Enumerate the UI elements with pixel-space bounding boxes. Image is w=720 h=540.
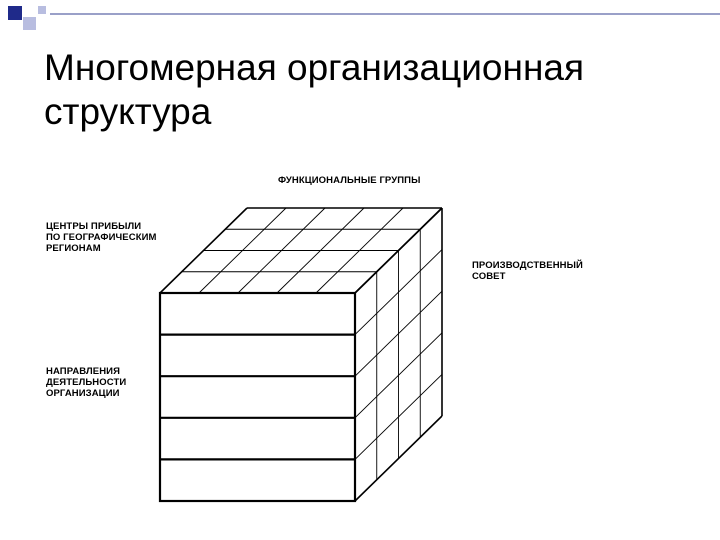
label-activity-directions: НАПРАВЛЕНИЯ ДЕЯТЕЛЬНОСТИ ОРГАНИЗАЦИИ <box>46 366 127 399</box>
cube-grid <box>159 207 443 502</box>
cube-front-face <box>158 291 357 503</box>
slide-title: Многомерная организационная структура <box>44 46 684 134</box>
label-functional-groups: ФУНКЦИОНАЛЬНЫЕ ГРУППЫ <box>278 175 421 186</box>
side-row-line <box>354 332 443 419</box>
top-column-line <box>198 207 287 294</box>
label-profit-centers: ЦЕНТРЫ ПРИБЫЛИ ПО ГЕОГРАФИЧЕСКИМ РЕГИОНА… <box>46 221 157 254</box>
top-column-line <box>159 207 248 294</box>
title-line-1: Многомерная организационная <box>44 47 584 88</box>
deco-square-small <box>38 6 46 14</box>
deco-square-dark <box>8 6 22 20</box>
side-row-line <box>354 290 443 377</box>
side-row-line <box>354 415 443 502</box>
title-line-2: структура <box>44 91 212 132</box>
top-column-line <box>315 207 404 294</box>
side-row-line <box>354 374 443 460</box>
deco-square-light <box>23 17 36 30</box>
top-column-line <box>276 207 365 294</box>
side-row-line <box>354 207 443 294</box>
top-column-line <box>237 207 326 294</box>
side-row-line <box>354 249 443 335</box>
decorative-header <box>8 6 720 30</box>
cube-front-rows <box>160 333 355 461</box>
label-production-council: ПРОИЗВОДСТВЕННЫЙ СОВЕТ <box>472 260 583 282</box>
